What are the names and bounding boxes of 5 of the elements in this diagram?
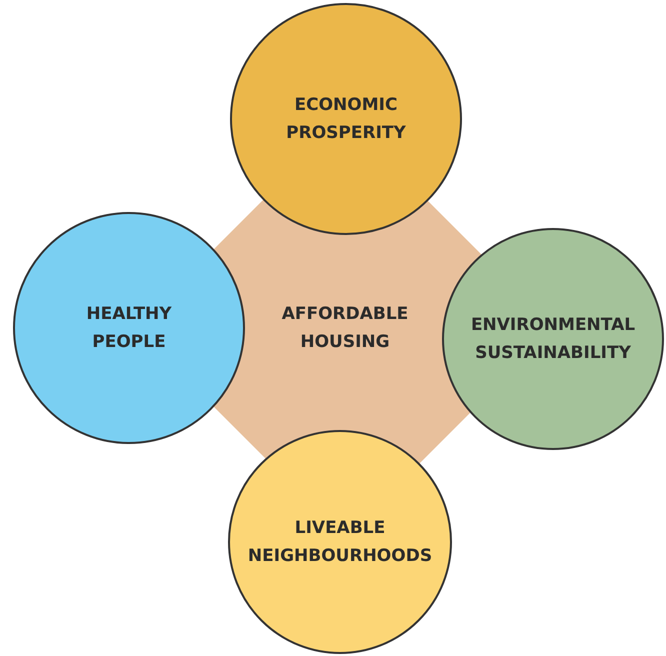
node-label: HEALTHY PEOPLE (85, 303, 173, 354)
node-label: AFFORDABLE HOUSING (280, 303, 410, 354)
node-label: ECONOMIC PROSPERITY (285, 94, 407, 145)
node-label: ENVIRONMENTAL SUSTAINABILITY (470, 314, 636, 365)
node-label: LIVEABLE NEIGHBOURHOODS (246, 517, 434, 568)
